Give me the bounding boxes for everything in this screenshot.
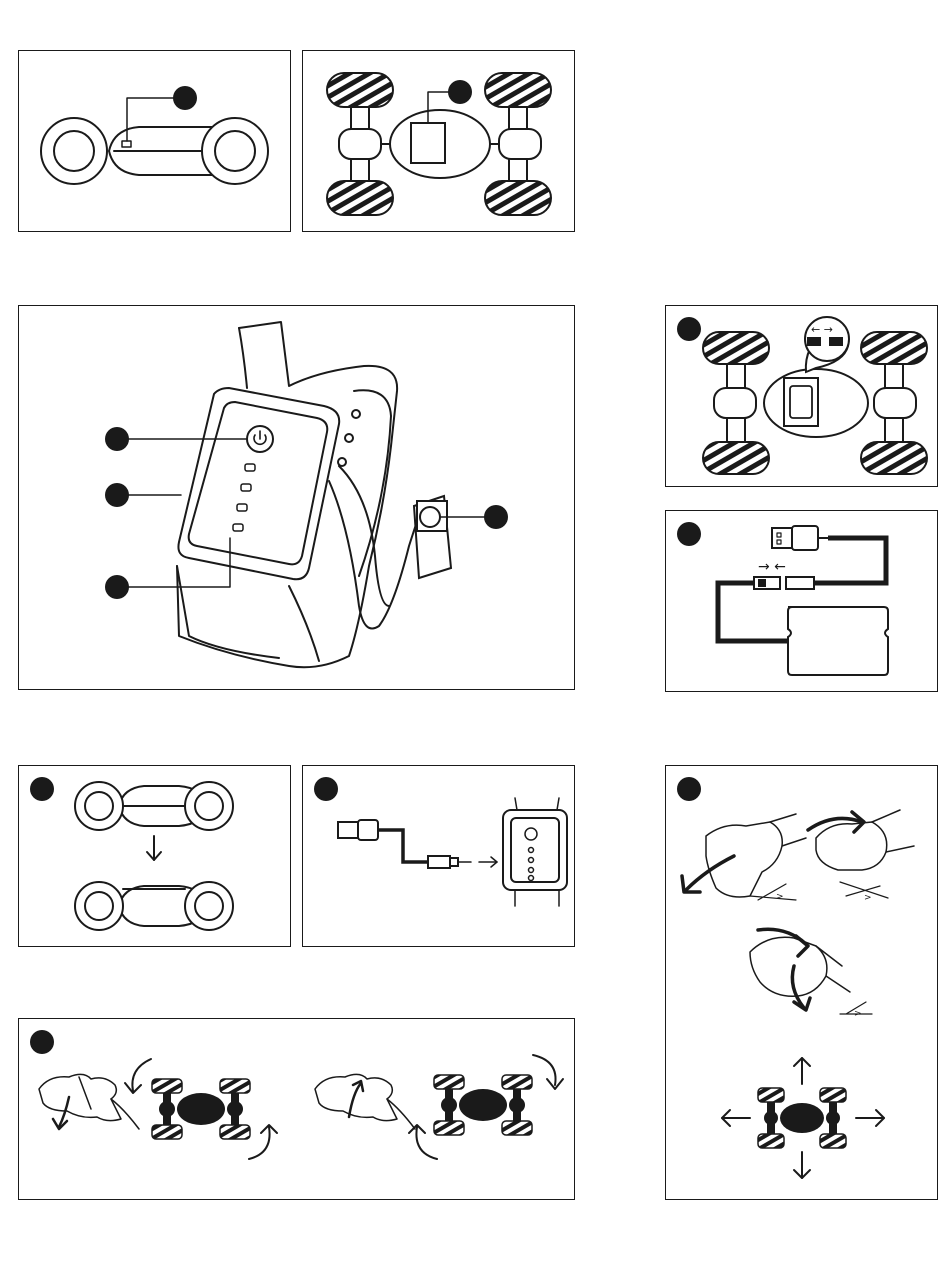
power-switch-icon <box>122 141 131 147</box>
rotation-illustration <box>19 1019 576 1201</box>
callout-dot <box>173 86 197 110</box>
callout-dot <box>314 777 338 801</box>
usb-charging-wristband-panel <box>302 765 575 947</box>
callout-dot <box>30 1030 54 1054</box>
callout-dot <box>677 522 701 546</box>
battery-compartment-panel <box>302 50 575 232</box>
usb-car-illustration: → ← <box>666 511 939 693</box>
battery-switch-panel <box>18 50 291 232</box>
flip-car-panel <box>18 765 291 947</box>
direction-gestures-panel: > > > <box>665 765 938 1200</box>
wristband-controller-panel <box>18 305 575 690</box>
callout-dot <box>677 317 701 341</box>
usb-charging-car-panel: → ← <box>665 510 938 692</box>
flip-car-illustration <box>19 766 292 948</box>
tilt-label: > <box>854 1009 862 1019</box>
wristband-illustration <box>19 306 576 691</box>
callout-dot-power <box>105 427 129 451</box>
car-connector-illustration: ← → <box>666 306 939 488</box>
tilt-label: > <box>864 893 872 903</box>
callout-dot-strap <box>105 483 129 507</box>
usb-wristband-illustration <box>303 766 576 948</box>
callout-dot <box>677 777 701 801</box>
car-battery-charge-panel: ← → <box>665 305 938 487</box>
car-top-view-illustration <box>303 51 576 233</box>
callout-dot-plug <box>484 505 508 529</box>
tilt-label: > <box>776 892 784 902</box>
battery-compartment-icon <box>411 123 445 163</box>
direction-illustration: > > > <box>666 766 939 1201</box>
svg-text:→ ←: → ← <box>758 559 786 575</box>
callout-dot-led <box>105 575 129 599</box>
callout-dot <box>448 80 472 104</box>
svg-text:← →: ← → <box>811 323 833 336</box>
car-side-view-illustration <box>19 51 292 233</box>
rotate-car-panel <box>18 1018 575 1200</box>
callout-dot <box>30 777 54 801</box>
